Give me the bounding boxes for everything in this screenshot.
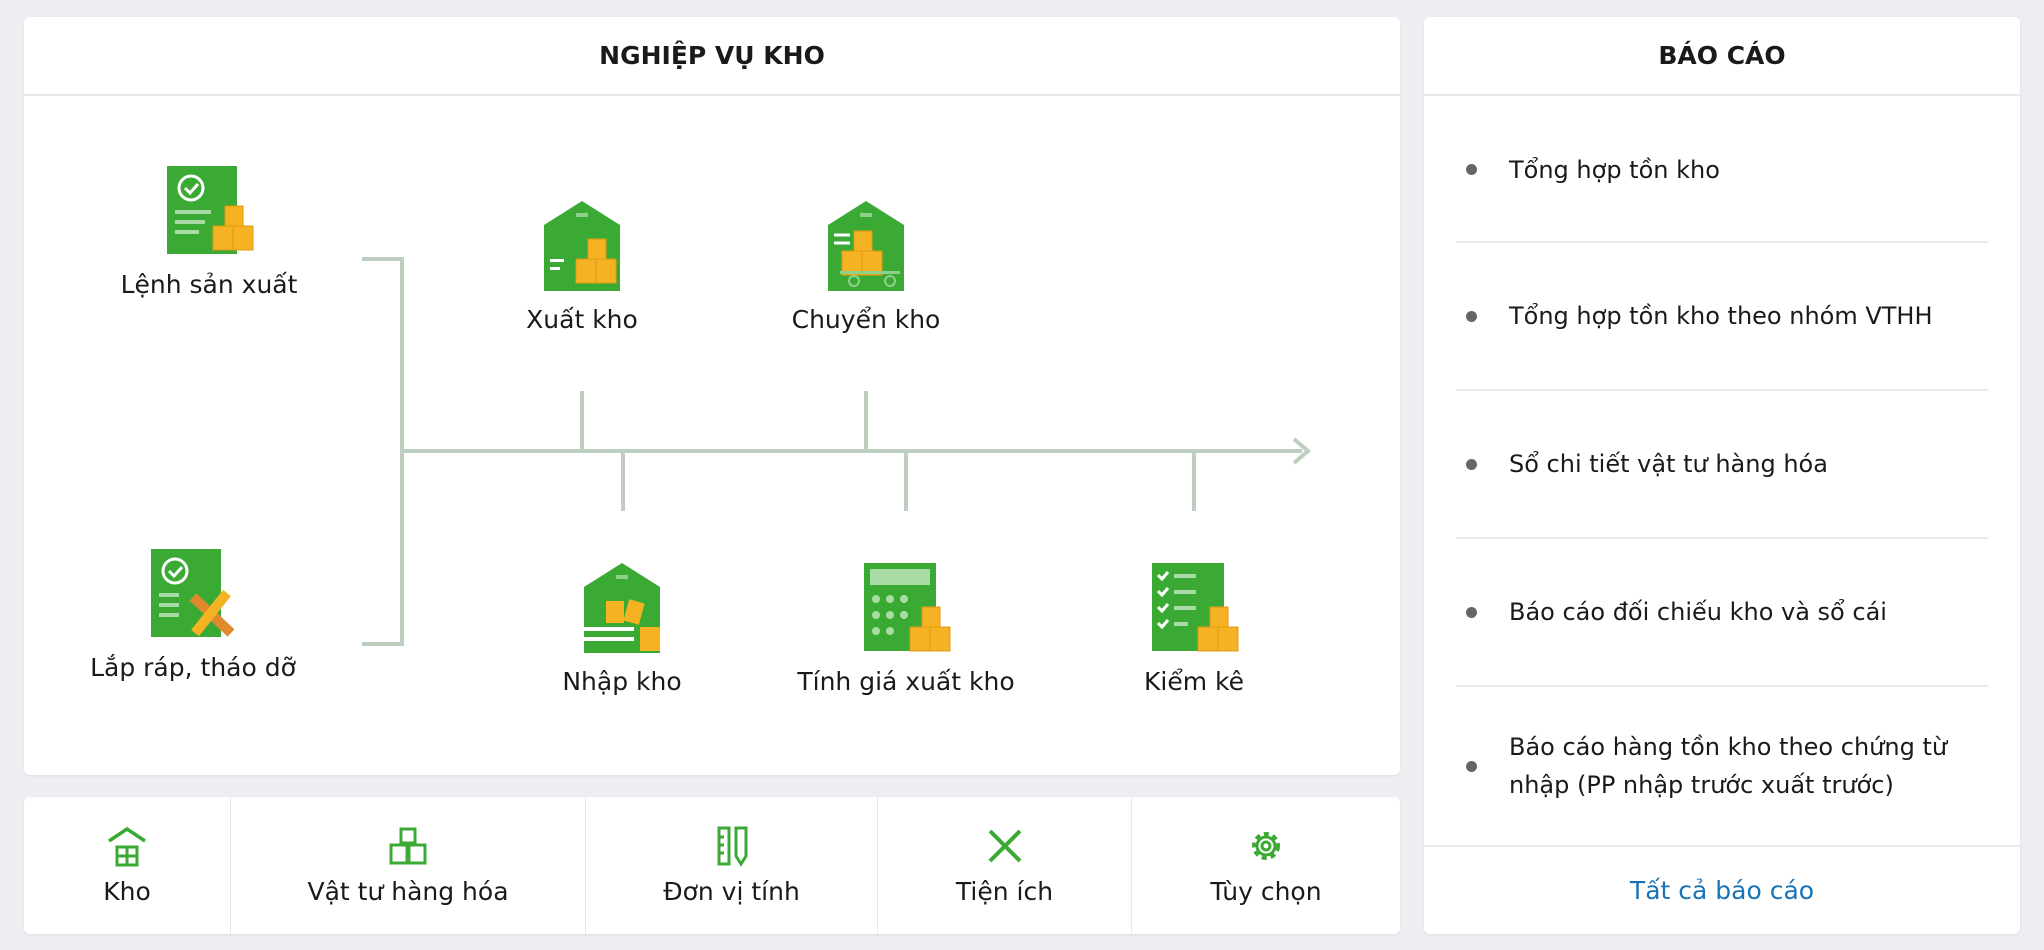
node-label: Kiểm kê (1144, 667, 1244, 696)
node-label: Lắp ráp, tháo dỡ (90, 653, 296, 682)
report-item[interactable]: Sổ chi tiết vật tư hàng hóa (1456, 391, 1988, 539)
bracket-top (362, 257, 402, 261)
bullet-icon (1466, 164, 1477, 175)
calculator-icon (864, 563, 951, 652)
warehouse-button[interactable]: Kho (24, 797, 231, 934)
warehouse-transfer-icon (828, 201, 904, 291)
options-button[interactable]: Tùy chọn (1132, 797, 1400, 934)
warehouse-import-icon (584, 563, 660, 653)
report-label: Sổ chi tiết vật tư hàng hóa (1509, 450, 1828, 478)
connector (904, 451, 908, 511)
warehouse-export-icon (544, 201, 620, 291)
node-export[interactable]: Xuất kho (462, 199, 702, 337)
boxes-icon (389, 827, 427, 865)
utilities-button[interactable]: Tiện ích (878, 797, 1132, 934)
reports-panel: BÁO CÁO Tổng hợp tồn kho Tổng hợp tồn kh… (1424, 17, 2020, 934)
gear-icon (1252, 832, 1280, 860)
node-production-order[interactable]: Lệnh sản xuất (89, 164, 329, 302)
panel-title: BÁO CÁO (1424, 17, 2020, 96)
node-assembly[interactable]: Lắp ráp, tháo dỡ (73, 547, 313, 685)
node-import[interactable]: Nhập kho (502, 561, 742, 699)
button-label: Tiện ích (955, 877, 1054, 906)
unit-button[interactable]: Đơn vị tính (586, 797, 878, 934)
button-label: Đơn vị tính (663, 877, 800, 906)
production-order-icon (167, 166, 254, 254)
warehouse-operations-panel: NGHIỆP VỤ KHO Lệnh sản xuất Lắp ráp, thá… (24, 17, 1400, 775)
button-label: Vật tư hàng hóa (307, 877, 509, 906)
connector (864, 391, 868, 451)
node-costing[interactable]: Tính giá xuất kho (786, 561, 1026, 699)
report-label: Tổng hợp tồn kho (1509, 155, 1720, 184)
connector (621, 451, 625, 511)
ruler-pencil-icon (717, 826, 747, 867)
connector (1192, 451, 1196, 511)
node-transfer[interactable]: Chuyển kho (746, 199, 986, 337)
node-label: Nhập kho (562, 667, 682, 696)
node-inventory-check[interactable]: Kiểm kê (1074, 561, 1314, 699)
button-label: Tùy chọn (1210, 877, 1322, 906)
bullet-icon (1466, 760, 1477, 772)
arrow-head-icon (1292, 437, 1312, 465)
settings-bar: Kho Vật tư hàng hóa Đơn vị tính Tiện ích… (24, 797, 1400, 934)
bracket-bottom (362, 642, 402, 646)
checklist-icon (1152, 563, 1239, 652)
report-item[interactable]: Tổng hợp tồn kho (1456, 98, 1988, 243)
node-label: Lệnh sản xuất (120, 270, 298, 299)
report-item[interactable]: Báo cáo đối chiếu kho và sổ cái (1456, 539, 1988, 687)
node-label: Xuất kho (526, 305, 638, 334)
report-label: Tổng hợp tồn kho theo nhóm VTHH (1509, 302, 1933, 330)
panel-title: NGHIỆP VỤ KHO (24, 17, 1400, 96)
bullet-icon (1466, 310, 1477, 322)
report-item[interactable]: Tổng hợp tồn kho theo nhóm VTHH (1456, 243, 1988, 391)
node-label: Tính giá xuất kho (797, 667, 1015, 696)
materials-button[interactable]: Vật tư hàng hóa (231, 797, 586, 934)
connector (580, 391, 584, 451)
assembly-icon (151, 549, 235, 637)
bullet-icon (1466, 606, 1477, 618)
node-label: Chuyển kho (791, 305, 941, 334)
report-label: Báo cáo hàng tồn kho theo chứng từ nhập … (1509, 733, 1948, 799)
tools-icon (988, 829, 1021, 863)
warehouse-icon (108, 826, 146, 867)
button-label: Kho (103, 877, 151, 906)
bullet-icon (1466, 458, 1477, 470)
report-item[interactable]: Báo cáo hàng tồn kho theo chứng từ nhập … (1456, 687, 1988, 845)
all-reports-link[interactable]: Tất cả báo cáo (1424, 845, 2020, 934)
report-label: Báo cáo đối chiếu kho và sổ cái (1509, 598, 1887, 626)
flow-arrow-line (402, 449, 1302, 453)
